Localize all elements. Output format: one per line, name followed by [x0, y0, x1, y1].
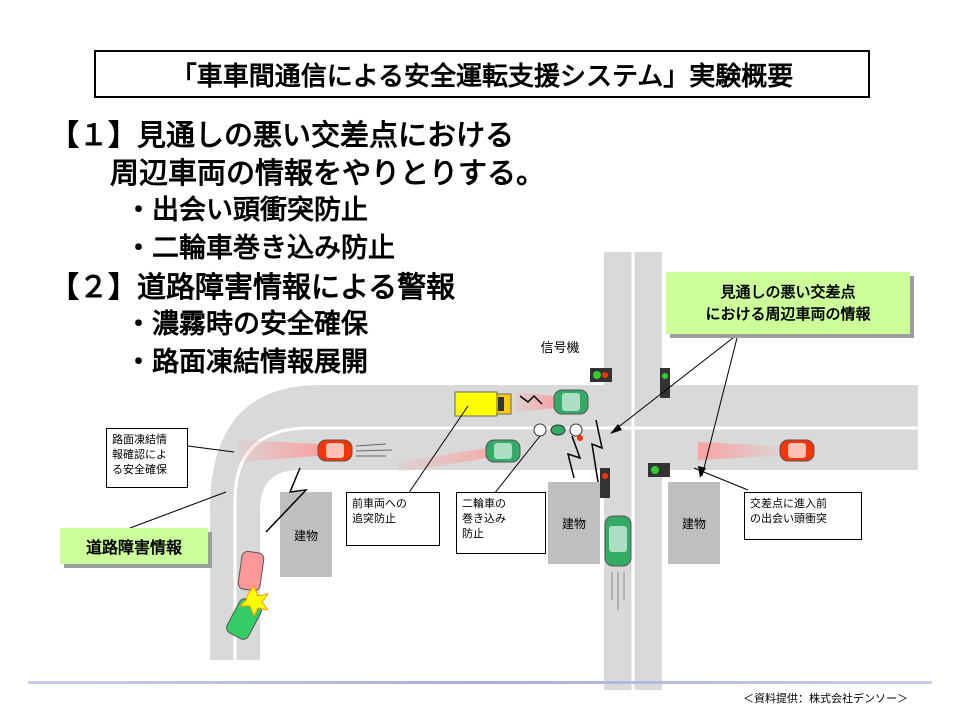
- motorcycle: [533, 423, 583, 441]
- truck: [454, 391, 512, 417]
- traffic-signal: [648, 463, 670, 477]
- arrow: [610, 333, 739, 478]
- car-pink: [237, 550, 265, 592]
- bullet-item: ・二輪車巻き込み防止: [125, 233, 395, 264]
- building: [668, 482, 720, 564]
- bullet-item: ・路面凍結情報展開: [125, 347, 368, 378]
- building-label: 建物: [682, 517, 706, 531]
- car-red: [317, 439, 353, 462]
- label-road-obstacle: 道路障害情報: [60, 528, 208, 564]
- motion-lines: [355, 443, 393, 457]
- bullet-item: ・出会い頭衝突防止: [125, 195, 368, 226]
- bullet-item: ・濃霧時の安全確保: [125, 309, 368, 340]
- label-intersection-info: 見通しの悪い交差点 における周辺車両の情報: [666, 272, 910, 334]
- car-red: [779, 439, 815, 462]
- building: [548, 482, 600, 564]
- source-credit: ＜資料提供：株式会社デンソー＞: [743, 692, 908, 705]
- callout-head-on: 交差点に進入前 の出会い頭衝突: [744, 492, 862, 540]
- callout-road-freeze: 路面凍結情 報確認によ る安全確保: [106, 428, 188, 488]
- building: [280, 492, 332, 577]
- car-green: [553, 389, 589, 415]
- signal-label: 信号機: [540, 341, 579, 356]
- traffic-signal: [660, 368, 670, 398]
- comm-beam: [238, 440, 318, 462]
- bullet-item: 【２】道路障害情報による警報: [50, 270, 456, 304]
- collision-star: [238, 584, 270, 618]
- comm-beam: [698, 442, 778, 460]
- comm-beam: [514, 392, 555, 412]
- bullet-item: 【１】見通しの悪い交差点における: [50, 118, 515, 152]
- page-title: 「車車間通信による安全運転支援システム」実験概要: [94, 50, 870, 98]
- building-label: 建物: [562, 517, 586, 531]
- bullet-list: 【１】見通しの悪い交差点における 周辺車両の情報をやりとりする。 ・出会い頭衝突…: [50, 116, 545, 382]
- traffic-signal: [600, 468, 610, 498]
- footer-divider: [28, 681, 932, 684]
- callout-rear-end: 前車両への 追突防止: [346, 492, 440, 546]
- traffic-signal: [590, 368, 612, 382]
- comm-beam: [398, 446, 500, 472]
- car-green: [604, 515, 632, 610]
- car-green: [485, 439, 521, 463]
- radio-signal: [265, 394, 604, 533]
- building-label: 建物: [294, 529, 318, 543]
- callout-two-wheeler: 二輪車の 巻き込み 防止: [456, 492, 546, 554]
- bullet-item: 周辺車両の情報をやりとりする。: [110, 156, 546, 190]
